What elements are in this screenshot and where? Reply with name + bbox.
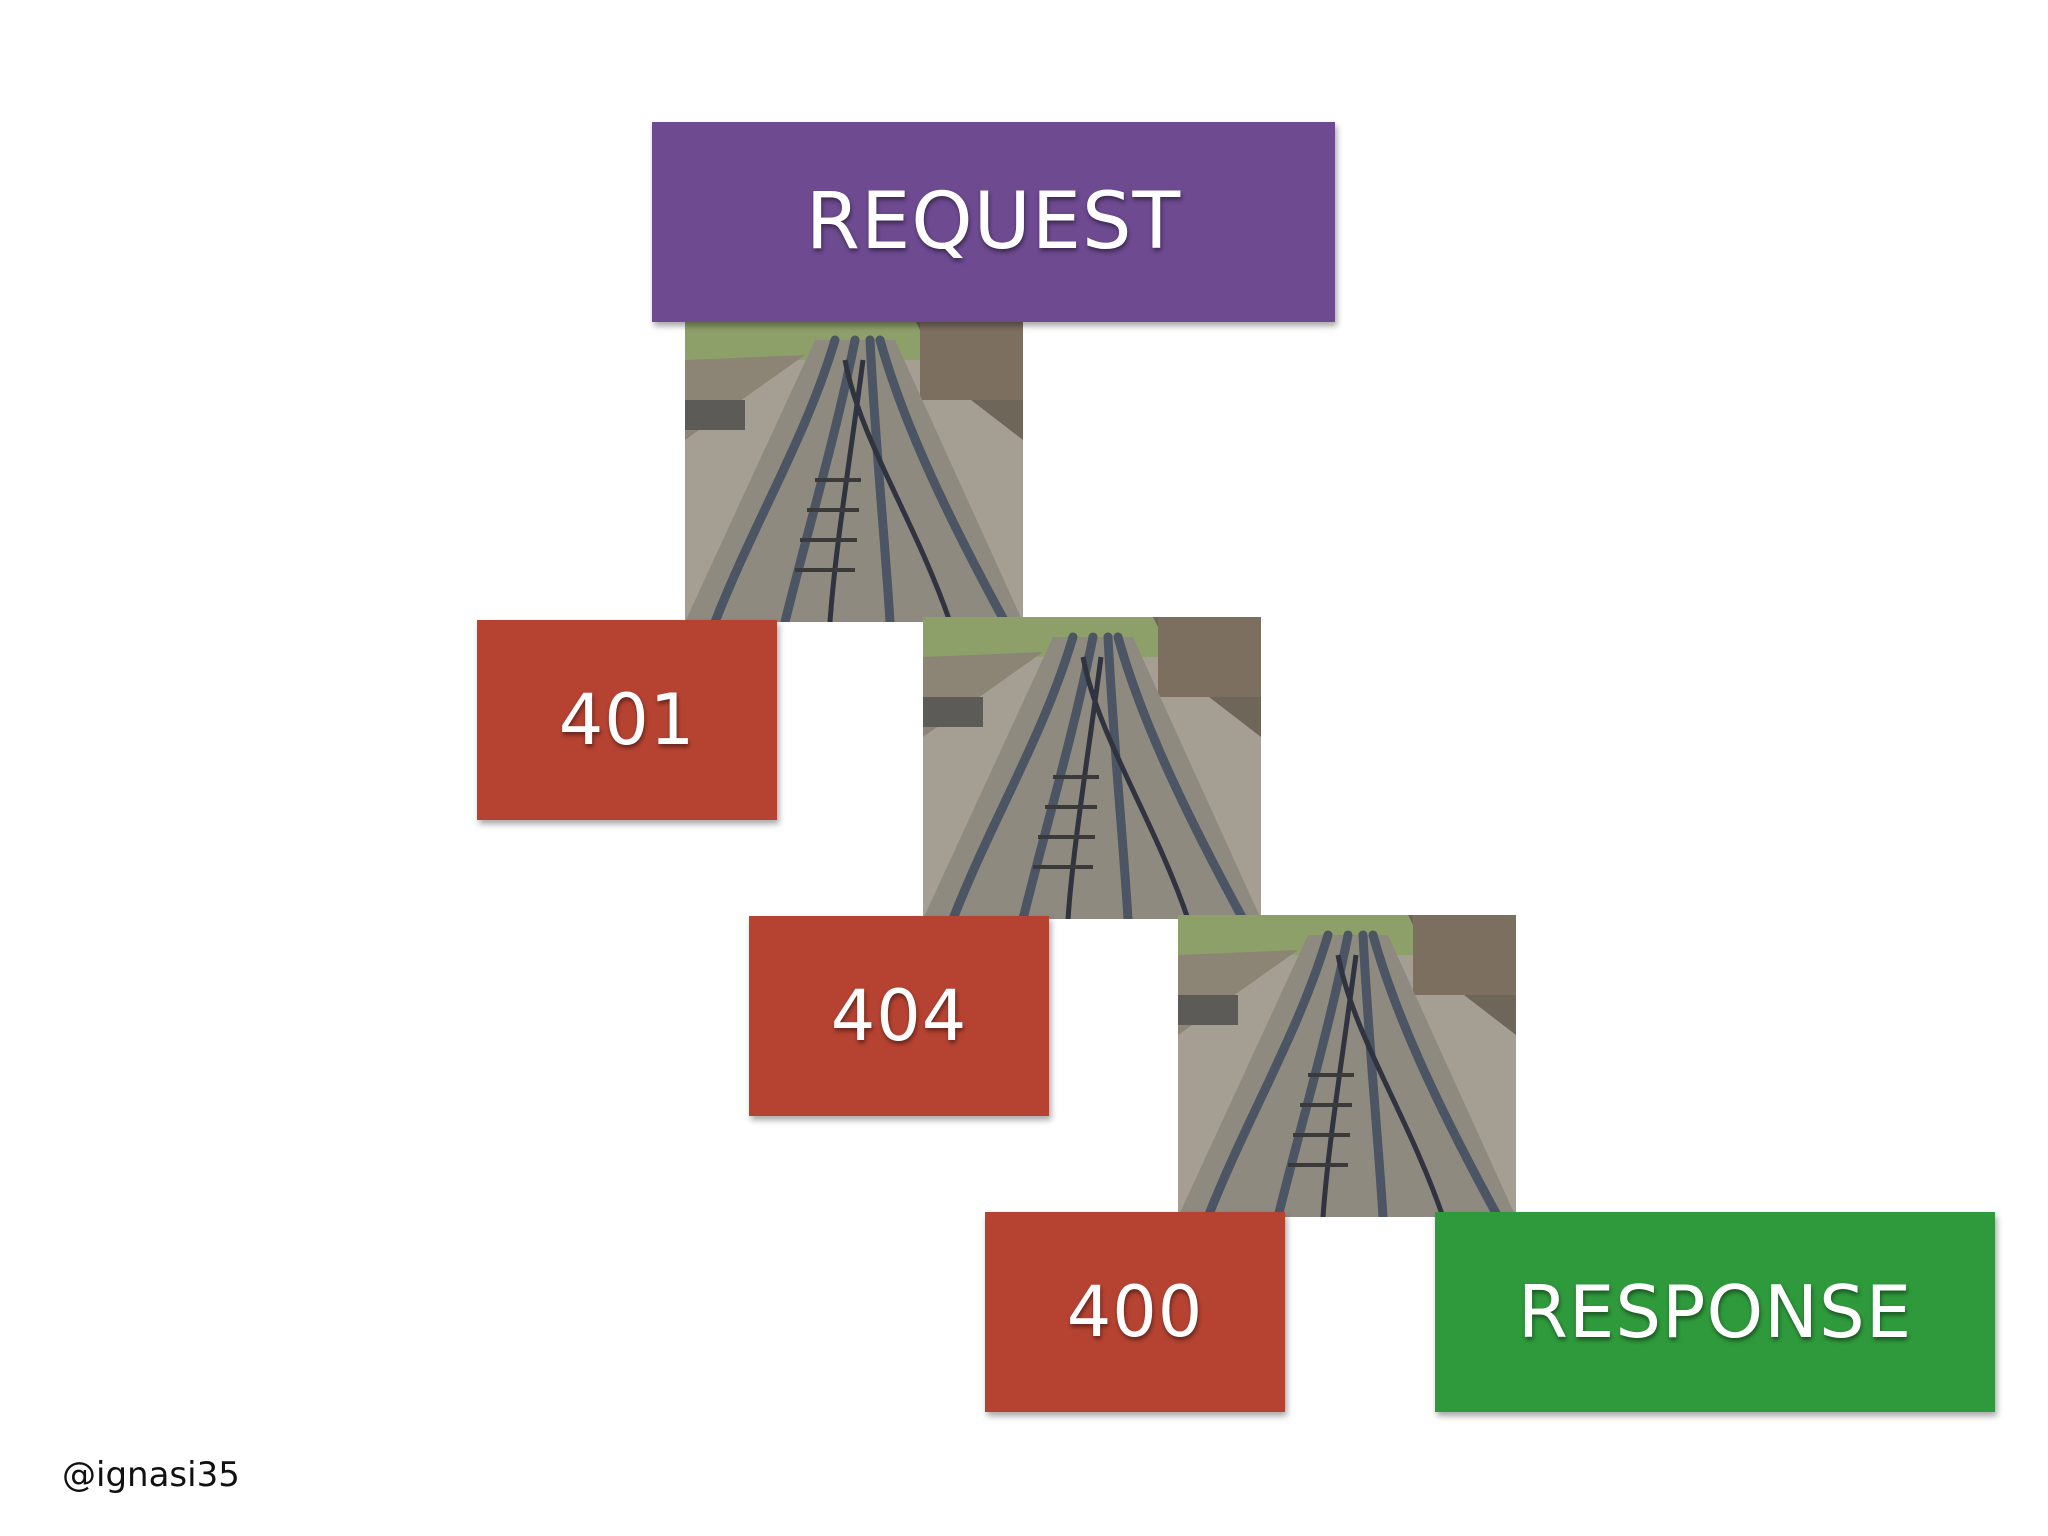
author-handle: @ignasi35 (62, 1455, 240, 1495)
request-label: REQUEST (805, 177, 1182, 267)
railway-switch-photo (1178, 915, 1516, 1217)
error-code-label: 404 (830, 975, 968, 1057)
railway-switch-photo (685, 320, 1023, 622)
response-label: RESPONSE (1517, 1270, 1913, 1354)
error-card-404: 404 (749, 916, 1049, 1116)
error-code-label: 401 (558, 679, 696, 761)
error-card-400: 400 (985, 1212, 1285, 1412)
error-code-label: 400 (1066, 1271, 1204, 1353)
error-card-401: 401 (477, 620, 777, 820)
response-card: RESPONSE (1435, 1212, 1995, 1412)
railway-switch-photo (923, 617, 1261, 919)
request-card: REQUEST (652, 122, 1335, 322)
